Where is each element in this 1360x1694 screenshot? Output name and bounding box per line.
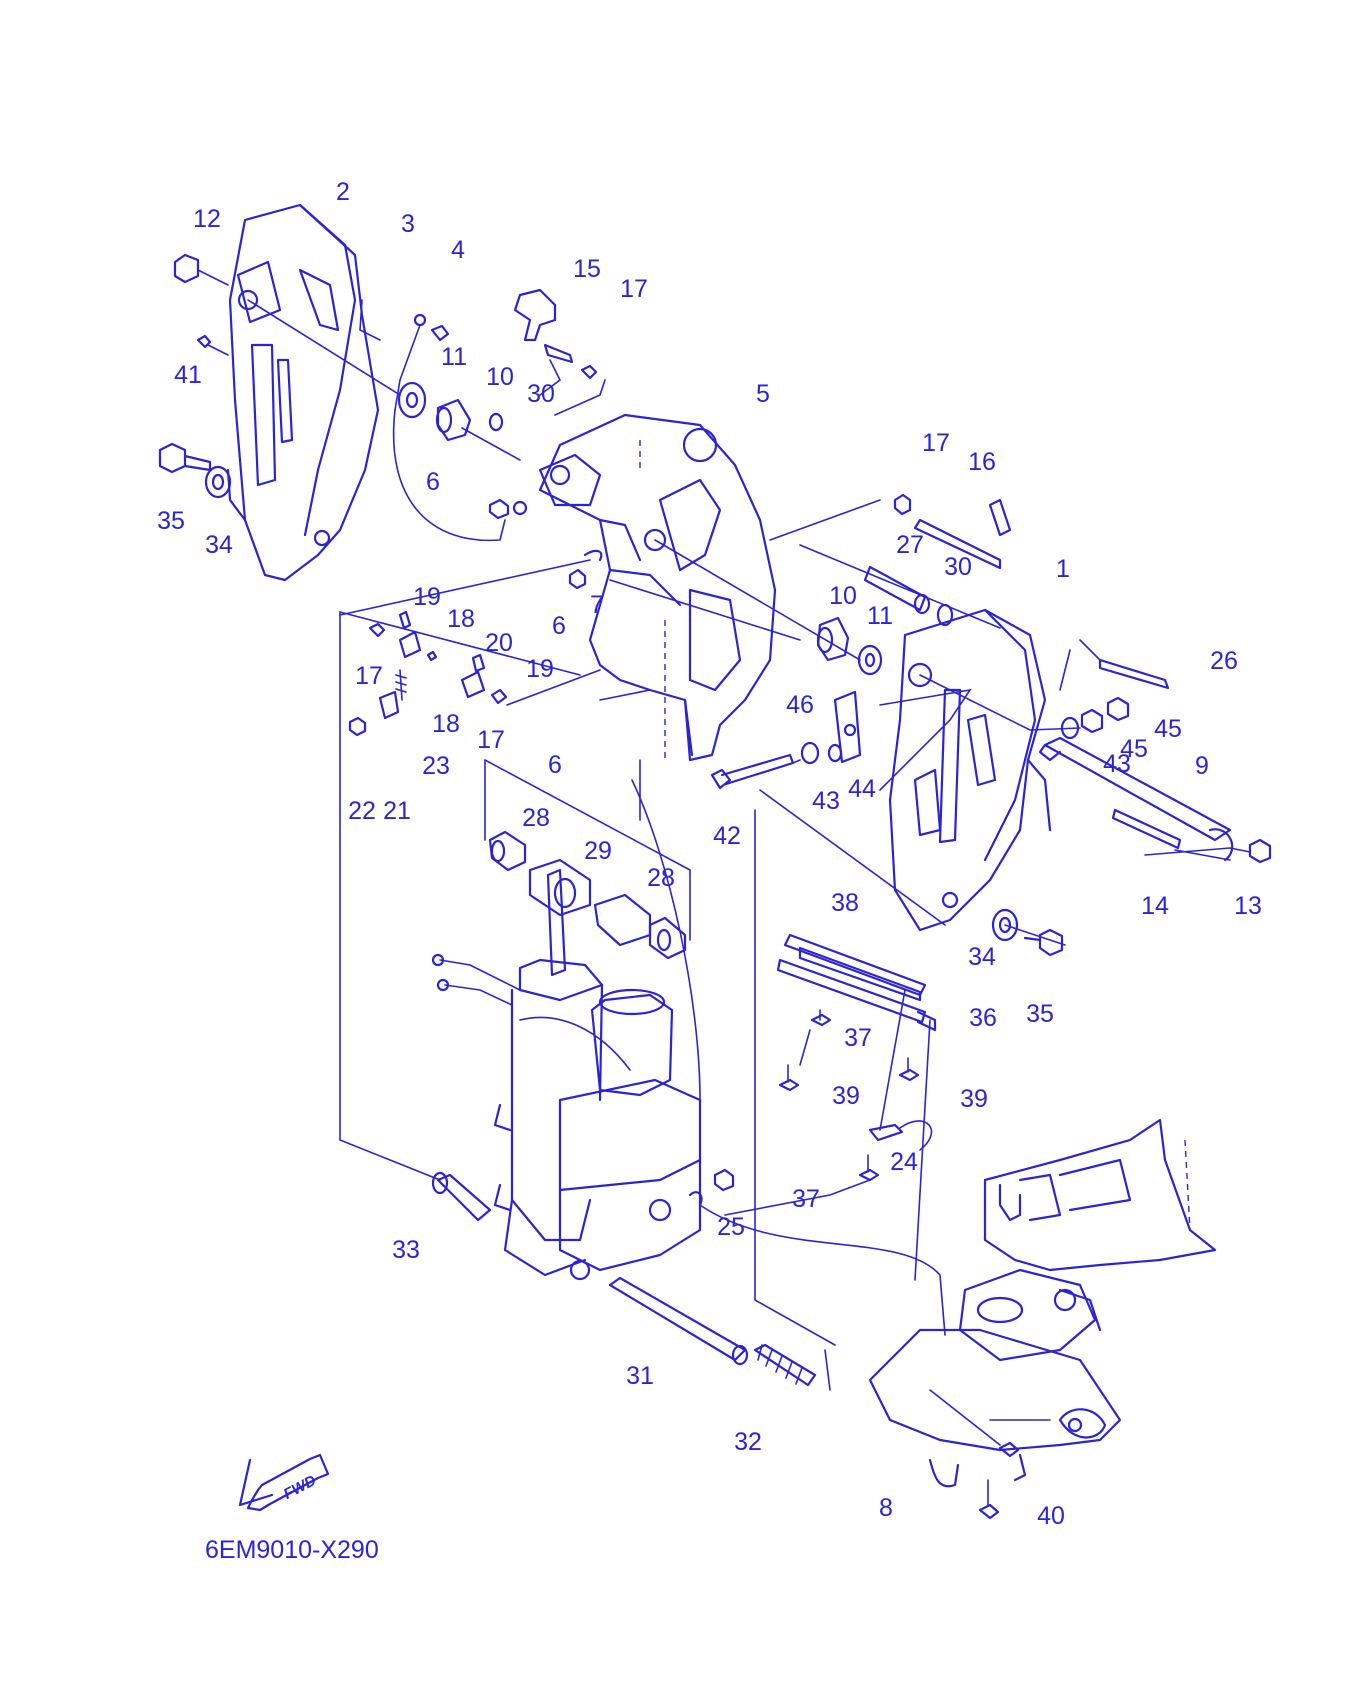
- callout-label: 3: [401, 210, 415, 238]
- callout-label: 24: [890, 1148, 918, 1176]
- callout-label: 23: [422, 752, 450, 780]
- callout-label: 4: [451, 236, 465, 264]
- callout-label: 11: [441, 343, 467, 371]
- callout-label: 12: [193, 205, 221, 233]
- callout-label: 36: [969, 1004, 997, 1032]
- callout-label: 39: [832, 1082, 860, 1110]
- callout-label: 10: [486, 363, 514, 391]
- callout-label: 26: [1210, 647, 1238, 675]
- callout-label: 37: [792, 1185, 820, 1213]
- callout-label: 45: [1120, 735, 1148, 763]
- callout-label: 39: [960, 1085, 988, 1113]
- callout-label: 6: [548, 751, 562, 779]
- callout-label: 21: [383, 797, 411, 825]
- callout-label: 18: [447, 605, 475, 633]
- callout-label: 32: [734, 1428, 762, 1456]
- tilt-cylinder-assembly: [431, 868, 702, 1281]
- callout-label: 9: [1195, 752, 1209, 780]
- callout-label: 13: [1234, 892, 1262, 920]
- callout-label: 10: [829, 582, 857, 610]
- callout-label: 2: [336, 178, 350, 206]
- callout-label: 7: [590, 591, 604, 619]
- callout-label: 8: [879, 1494, 893, 1522]
- callout-label: 35: [1026, 1000, 1054, 1028]
- callout-label: 11: [867, 602, 893, 630]
- callout-label: 41: [174, 361, 202, 389]
- leader-lines: [247, 299, 1231, 1446]
- callout-label: 31: [626, 1362, 654, 1390]
- callout-label: 17: [477, 726, 505, 754]
- clamp-bracket-left: [226, 203, 380, 582]
- callout-label: 30: [527, 380, 555, 408]
- callout-label: 33: [392, 1236, 420, 1264]
- callout-label: 29: [584, 837, 612, 865]
- callout-label: 34: [205, 531, 233, 559]
- fwd-arrow: FWD: [238, 1453, 330, 1512]
- callout-label: 34: [968, 943, 996, 971]
- callout-label: 19: [526, 655, 554, 683]
- callout-label: 28: [522, 804, 550, 832]
- callout-label: 30: [944, 553, 972, 581]
- lower-mount-housing: [868, 1118, 1217, 1482]
- callout-label: 6: [426, 468, 440, 496]
- callout-label: 17: [355, 662, 383, 690]
- callout-label: 27: [896, 531, 924, 559]
- callout-label: 18: [432, 710, 460, 738]
- callout-label: 5: [756, 380, 770, 408]
- callout-label: 42: [713, 822, 741, 850]
- callout-label: 20: [485, 629, 513, 657]
- callout-label: 28: [647, 864, 675, 892]
- callout-labels: 12 2 3 4 41 15 17 11 10 30 5 35 34 6 17 …: [157, 178, 1262, 1530]
- callout-label: 15: [573, 255, 601, 283]
- callout-label: 46: [786, 691, 814, 719]
- callout-label: 25: [717, 1213, 745, 1241]
- callout-label: 45: [1154, 715, 1182, 743]
- small-parts: [158, 253, 1272, 1520]
- clamp-bracket-right: [888, 608, 1052, 932]
- callout-label: 22: [348, 797, 376, 825]
- diagram-code: 6EM9010-X290: [205, 1536, 379, 1564]
- callout-label: 17: [922, 429, 950, 457]
- callout-label: 14: [1141, 892, 1169, 920]
- callout-label: 19: [413, 583, 441, 611]
- callout-label: 17: [620, 275, 648, 303]
- callout-label: 43: [1103, 750, 1131, 778]
- callout-label: 1: [1056, 555, 1070, 583]
- fwd-label: FWD: [281, 1472, 319, 1503]
- callout-label: 40: [1037, 1502, 1065, 1530]
- callout-label: 44: [848, 775, 876, 803]
- callout-label: 38: [831, 889, 859, 917]
- callout-label: 43: [812, 787, 840, 815]
- callout-label: 16: [968, 448, 996, 476]
- callout-label: 35: [157, 507, 185, 535]
- callout-label: 37: [844, 1024, 872, 1052]
- callout-label: 6: [552, 612, 566, 640]
- swivel-bracket: [538, 413, 777, 762]
